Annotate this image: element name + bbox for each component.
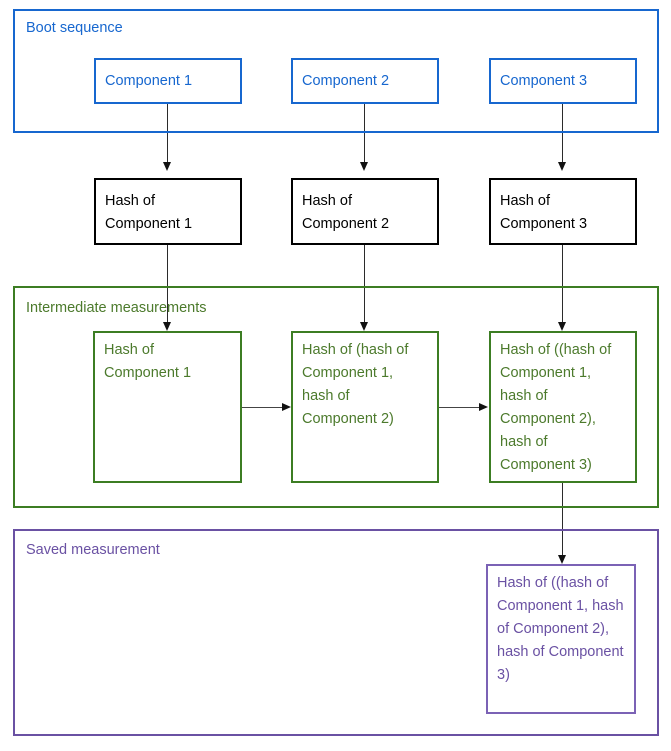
node-saved-measurement-label: Hash of ((hash of Component 1, hash of C… [497, 575, 624, 683]
node-hash-of-component-2[interactable]: Hash of Component 2 [291, 178, 439, 245]
node-component-3[interactable]: Component 3 [489, 58, 637, 104]
node-component-3-label: Component 3 [500, 72, 588, 89]
group-intermediate-measurements [13, 286, 659, 508]
arrowhead-intermediate1-to-intermediate2 [282, 403, 291, 411]
node-component-2-label: Component 2 [302, 72, 390, 89]
connector-hash3-to-intermediate3 [562, 245, 563, 322]
node-intermediate-1[interactable]: Hash of Component 1 [93, 331, 242, 483]
connector-component2-to-hash2 [364, 104, 365, 162]
node-intermediate-1-label: Hash of Component 1 [104, 342, 192, 381]
connector-intermediate2-to-intermediate3 [439, 407, 481, 408]
group-label-saved-measurement: Saved measurement [26, 542, 160, 558]
arrowhead-hash2-to-intermediate2 [360, 322, 368, 331]
arrowhead-hash3-to-intermediate3 [558, 322, 566, 331]
connector-hash1-to-intermediate1 [167, 245, 168, 322]
node-hash-of-component-2-label: Hash of Component 2 [302, 193, 390, 232]
node-intermediate-2[interactable]: Hash of (hash of Component 1, hash of Co… [291, 331, 439, 483]
group-label-boot-sequence: Boot sequence [26, 20, 123, 36]
arrowhead-hash1-to-intermediate1 [163, 322, 171, 331]
arrowhead-intermediate3-to-saved [558, 555, 566, 564]
group-label-intermediate-measurements: Intermediate measurements [26, 300, 207, 316]
node-intermediate-3-label: Hash of ((hash of Component 1, hash of C… [500, 342, 612, 473]
connector-intermediate1-to-intermediate2 [242, 407, 284, 408]
group-saved-measurement [13, 529, 659, 736]
node-component-1[interactable]: Component 1 [94, 58, 242, 104]
node-saved-measurement[interactable]: Hash of ((hash of Component 1, hash of C… [486, 564, 636, 714]
arrowhead-intermediate2-to-intermediate3 [479, 403, 488, 411]
node-hash-of-component-3-label: Hash of Component 3 [500, 193, 588, 232]
arrowhead-component1-to-hash1 [163, 162, 171, 171]
connector-component3-to-hash3 [562, 104, 563, 162]
node-hash-of-component-1-label: Hash of Component 1 [105, 193, 193, 232]
group-boot-sequence [13, 9, 659, 133]
connector-hash2-to-intermediate2 [364, 245, 365, 322]
connector-component1-to-hash1 [167, 104, 168, 162]
node-hash-of-component-3[interactable]: Hash of Component 3 [489, 178, 637, 245]
arrowhead-component2-to-hash2 [360, 162, 368, 171]
node-intermediate-2-label: Hash of (hash of Component 1, hash of Co… [302, 342, 409, 427]
node-component-1-label: Component 1 [105, 72, 193, 89]
connector-intermediate3-to-saved [562, 483, 563, 555]
node-component-2[interactable]: Component 2 [291, 58, 439, 104]
arrowhead-component3-to-hash3 [558, 162, 566, 171]
node-intermediate-3[interactable]: Hash of ((hash of Component 1, hash of C… [489, 331, 637, 483]
node-hash-of-component-1[interactable]: Hash of Component 1 [94, 178, 242, 245]
